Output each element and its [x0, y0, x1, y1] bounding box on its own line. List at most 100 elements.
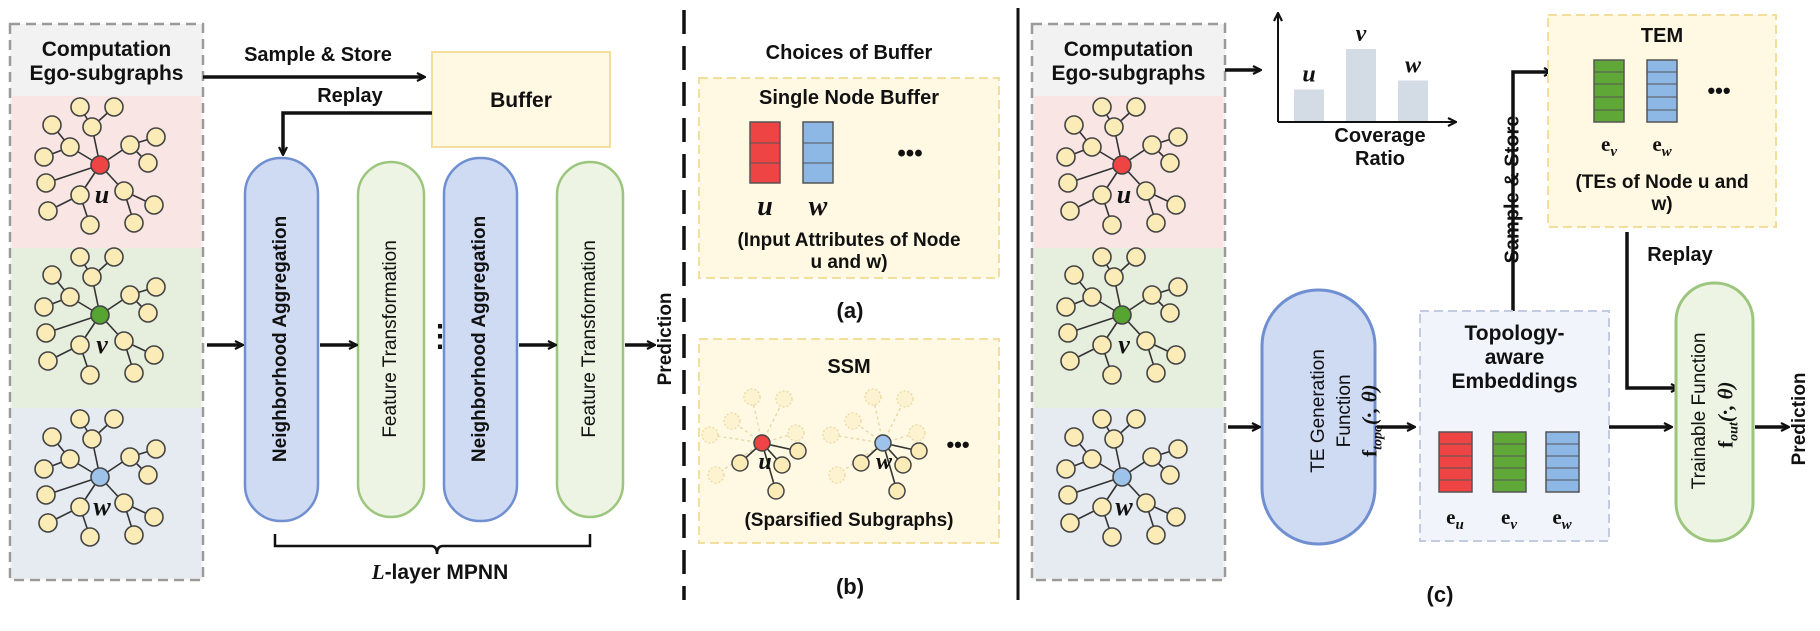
buffer-box: [431, 51, 611, 148]
graph-node: [144, 195, 164, 215]
label-b: (b): [835, 574, 865, 599]
graph-node: [146, 127, 166, 147]
kept-node: [773, 456, 791, 474]
graph-node: [1166, 345, 1186, 365]
faded-edge: [830, 434, 884, 444]
vector-u-b: [749, 121, 781, 184]
choices-title: Choices of Buffer: [765, 42, 933, 64]
replay-arrow-a: [283, 111, 432, 154]
sample-store-arrow-c: [1511, 72, 1551, 315]
coverage-bar-label-u: u: [1302, 62, 1315, 88]
kept-node: [888, 482, 906, 500]
graph-node: [1136, 493, 1156, 513]
topo-vector-v: [1492, 431, 1527, 493]
sparse-graph-u: [701, 388, 807, 500]
kept-node: [852, 454, 870, 472]
sample-store-label-c: Sample & Store: [1501, 115, 1524, 264]
faded-node: [787, 424, 805, 442]
graph-node: [1102, 527, 1122, 547]
tem-ellipsis: •••: [1707, 78, 1731, 103]
pill-neighborhood-aggregation-2: [442, 156, 519, 523]
graph-node: [104, 247, 124, 267]
te-sub: topo: [1370, 425, 1386, 450]
graph-node: [70, 409, 90, 429]
center-label-u: u: [1117, 180, 1131, 209]
tem-vector-w: [1646, 59, 1678, 123]
graph-node: [1082, 449, 1102, 469]
trainable-line1: Trainable Function: [1689, 332, 1711, 490]
kept-node: [767, 482, 785, 500]
trainable-formula: fout(·, θ): [1713, 300, 1742, 530]
tem-title: TEM: [1640, 25, 1684, 47]
graph-node: [1064, 115, 1084, 135]
topo-e-w: e: [1552, 505, 1562, 529]
graph-node: [114, 331, 134, 351]
graph-node: [1142, 447, 1162, 467]
ego-graphs-a: uvw: [34, 97, 166, 547]
graph-node: [1136, 331, 1156, 351]
ego-graph-w: w: [34, 409, 166, 547]
graph-node: [1060, 201, 1080, 221]
graph-node: [38, 513, 58, 533]
faded-node: [908, 424, 926, 442]
graph-node: [38, 351, 58, 371]
pill-label-ft-1: Feature Transformation: [380, 240, 402, 438]
coverage-bar-label-v: v: [1356, 21, 1367, 47]
center-node-u: [90, 155, 110, 175]
graph-node: [1166, 195, 1186, 215]
graph-node: [42, 427, 62, 447]
sparse-center-u: [753, 434, 771, 452]
graph-node: [1136, 181, 1156, 201]
faded-node: [723, 412, 741, 430]
topo-sub-w: w: [1561, 517, 1572, 534]
center-node-w: [1112, 467, 1132, 487]
kept-node: [894, 456, 912, 474]
graph-node: [80, 365, 100, 385]
graph-node: [1082, 137, 1102, 157]
pill-label-na-2: Neighborhood Aggregation: [469, 215, 491, 463]
faded-node: [775, 390, 793, 408]
te-generation-pill: [1260, 288, 1377, 546]
prediction-label-a: Prediction: [655, 292, 677, 386]
pill-neighborhood-aggregation-1: [243, 156, 320, 523]
panel-c: u v w u v w: [1030, 14, 1788, 582]
graph-node: [138, 465, 158, 485]
graph-node: [70, 97, 90, 117]
chart-bars: uvw: [1294, 21, 1428, 121]
center-label-u: u: [95, 180, 109, 209]
tem-e-v: e: [1601, 132, 1611, 156]
mpnn-brace: [273, 534, 592, 555]
center-label-v: v: [1118, 330, 1130, 359]
center-node-v: [90, 305, 110, 325]
tr-f: f: [1713, 440, 1738, 448]
graph-node: [124, 363, 144, 383]
ego-graph-u: u: [1056, 97, 1188, 235]
tem-sub-v: v: [1610, 144, 1617, 161]
tem-e-w: e: [1652, 132, 1662, 156]
pill-label-ft-2: Feature Transformation: [579, 240, 601, 438]
ego-title-a-text: Computation Ego-subgraphs: [29, 38, 184, 86]
graph-node: [82, 117, 102, 137]
graph-node: [60, 449, 80, 469]
tr-sub: out: [1726, 422, 1742, 441]
topology-title: Topology- aware Embeddings: [1451, 322, 1578, 394]
graph-node: [70, 247, 90, 267]
tem-sub-w: w: [1661, 144, 1672, 161]
graph-node: [70, 497, 90, 517]
graph-node: [146, 439, 166, 459]
graph-node: [144, 507, 164, 527]
faded-node: [864, 388, 882, 406]
tem-caption: (TEs of Node u and w): [1575, 172, 1749, 215]
graph-node: [1056, 147, 1076, 167]
coverage-bar-w: [1398, 80, 1428, 121]
graph-node: [1168, 277, 1188, 297]
coverage-bar-u: [1294, 89, 1324, 121]
graph-node: [1058, 323, 1078, 343]
faded-node: [743, 388, 761, 406]
ego-graphs-c: uvw: [1056, 97, 1188, 547]
graph-node: [120, 135, 140, 155]
graph-node: [1058, 485, 1078, 505]
faded-node: [822, 426, 840, 444]
graph-node: [114, 181, 134, 201]
